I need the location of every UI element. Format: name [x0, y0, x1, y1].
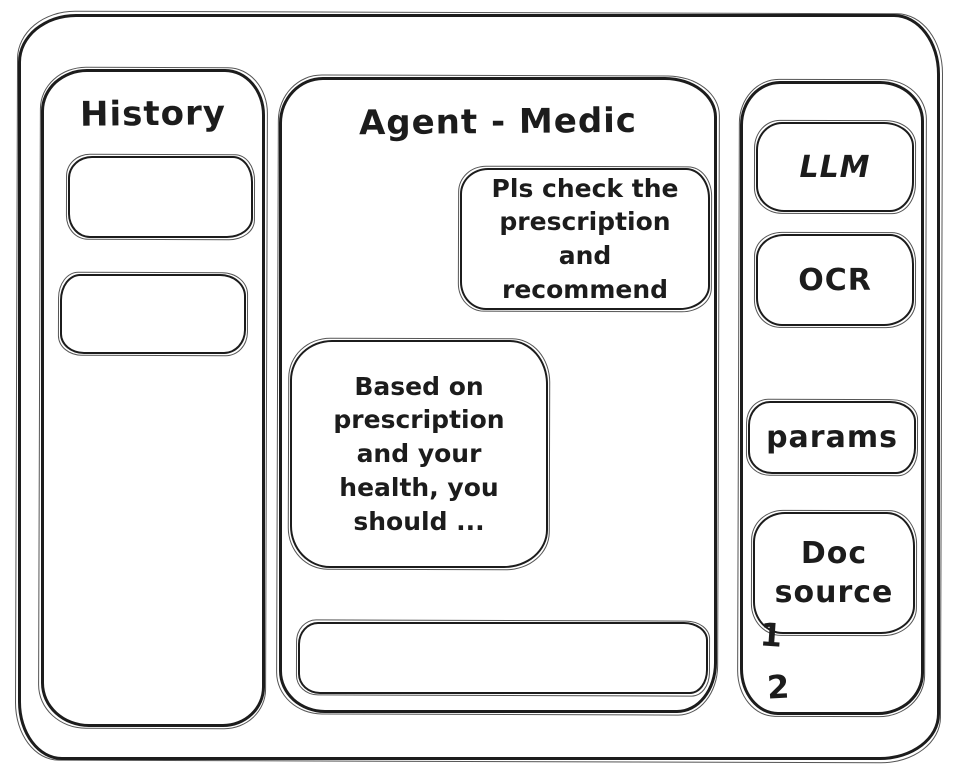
ocr-button[interactable]: OCR	[756, 234, 914, 326]
tools-sidebar: LLM OCR params Doc source 1 2	[740, 81, 924, 715]
chat-panel: Agent - Medic Pls check the prescription…	[279, 77, 717, 713]
message-input-box	[298, 622, 708, 694]
doc-source-item-1: 1	[758, 615, 784, 655]
app-frame: History Agent - Medic Pls check the pres…	[18, 14, 940, 760]
history-item[interactable]	[60, 274, 246, 354]
history-item[interactable]	[68, 156, 253, 238]
history-sidebar: History	[41, 69, 265, 727]
history-title: History	[79, 93, 227, 135]
agent-message-bubble: Based on prescription and your health, y…	[290, 340, 548, 568]
params-button[interactable]: params	[748, 401, 916, 474]
doc-source-button[interactable]: Doc source	[753, 512, 915, 634]
user-message-bubble: Pls check the prescription and recommend	[460, 168, 710, 310]
doc-source-item-2: 2	[766, 667, 791, 707]
message-input[interactable]	[300, 624, 706, 692]
llm-button[interactable]: LLM	[756, 122, 914, 212]
chat-title: Agent - Medic	[358, 100, 638, 144]
